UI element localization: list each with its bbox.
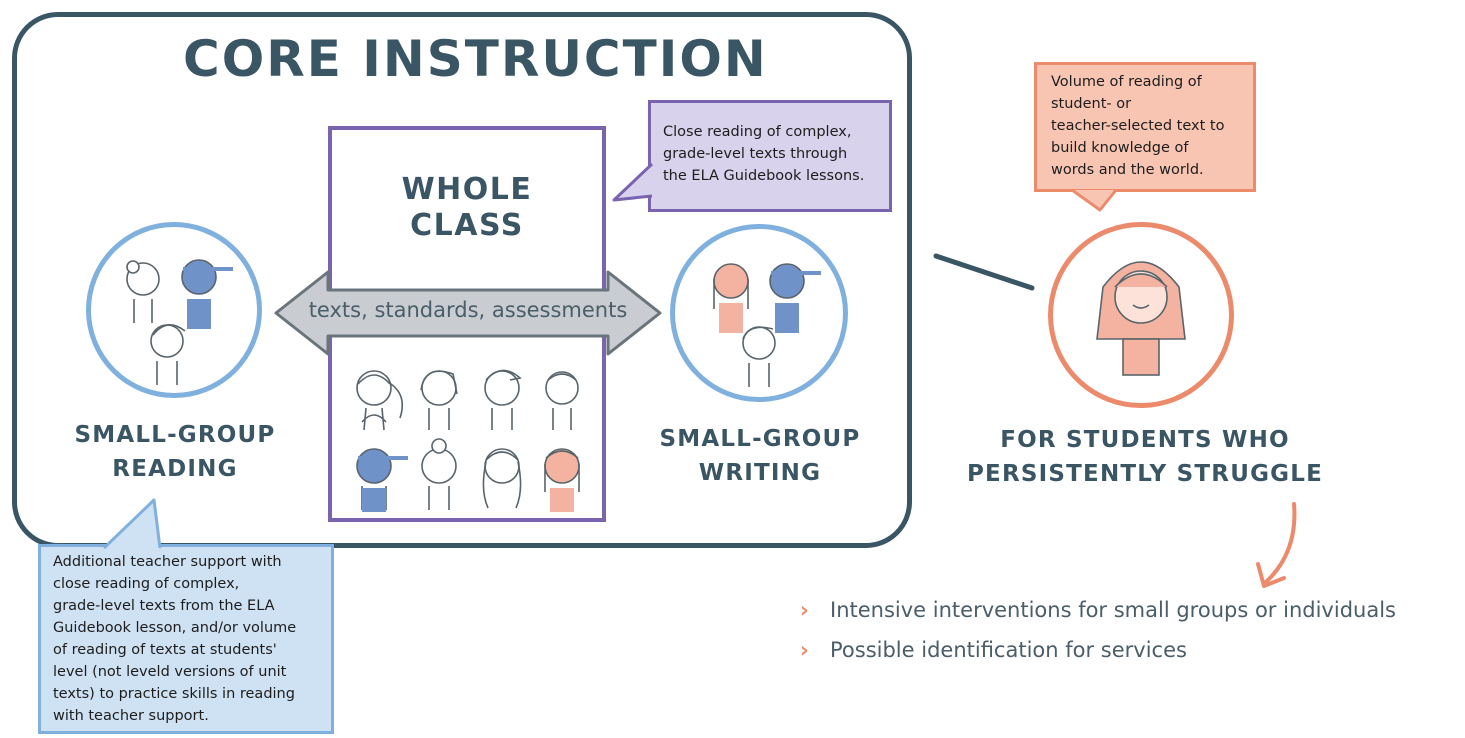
- reading-callout-line: Guidebook lesson, and/or volume: [53, 620, 297, 636]
- curved-arrow-icon: [1256, 502, 1297, 588]
- writing-group-students-icon: [713, 263, 821, 387]
- struggle-label-line2: PERSISTENTLY STRUGGLE: [966, 461, 1323, 487]
- reading-group-students-icon: [126, 259, 233, 385]
- small-group-reading-label: SMALL-GROUP READING: [40, 418, 310, 486]
- whole-class-callout-line: Close reading of complex,: [663, 124, 852, 140]
- whole-class-callout-pointer: [612, 162, 654, 202]
- struggle-callout-line: build knowledge of: [1051, 140, 1189, 156]
- whole-class-students-illustration: [356, 369, 580, 512]
- writing-label-line2: WRITING: [698, 460, 822, 486]
- whole-class-title-line2: CLASS: [410, 208, 524, 243]
- reading-callout-line: texts) to practice skills in reading: [53, 686, 295, 702]
- small-group-writing-label: SMALL-GROUP WRITING: [630, 422, 890, 490]
- struggle-label: FOR STUDENTS WHO PERSISTENTLY STRUGGLE: [940, 423, 1350, 491]
- struggle-callout-pointer: [1071, 188, 1118, 212]
- whole-class-callout: Close reading of complex, grade-level te…: [648, 100, 892, 212]
- reading-label-line1: SMALL-GROUP: [74, 422, 276, 448]
- chevron-right-icon: ›: [800, 638, 809, 662]
- chevron-right-icon: ›: [800, 598, 809, 622]
- reading-callout-line: of reading of texts at students': [53, 642, 277, 658]
- intervention-item: › Possible identification for services: [800, 638, 1187, 662]
- reading-callout: Additional teacher support with close re…: [38, 544, 334, 734]
- reading-callout-line: Additional teacher support with: [53, 554, 282, 570]
- whole-class-callout-line: grade-level texts through: [663, 146, 848, 162]
- core-instruction-frame: [12, 12, 912, 548]
- reading-group-circle: [86, 222, 262, 398]
- intervention-text: Intensive interventions for small groups…: [830, 598, 1396, 622]
- reading-callout-pointer: [102, 498, 162, 550]
- reading-callout-line: with teacher support.: [53, 708, 209, 724]
- struggle-label-line1: FOR STUDENTS WHO: [1000, 427, 1290, 453]
- reading-callout-line: level (not leveld versions of unit: [53, 664, 287, 680]
- whole-class-callout-line: the ELA Guidebook lessons.: [663, 168, 865, 184]
- intervention-text: Possible identification for services: [830, 638, 1187, 662]
- writing-label-line1: SMALL-GROUP: [659, 426, 861, 452]
- struggling-student-icon: [1096, 261, 1186, 376]
- double-arrow-icon: [274, 270, 662, 356]
- arrow-label: texts, standards, assessments: [308, 298, 628, 322]
- core-instruction-title: CORE INSTRUCTION: [183, 30, 768, 88]
- writing-group-circle: [670, 224, 848, 402]
- struggle-callout-line: words and the world.: [1051, 162, 1204, 178]
- reading-callout-line: close reading of complex,: [53, 576, 240, 592]
- struggle-callout-line: teacher-selected text to: [1051, 118, 1225, 134]
- struggle-callout-line: Volume of reading of: [1051, 74, 1202, 90]
- struggle-circle: [1048, 222, 1234, 408]
- connector-line: [933, 253, 1035, 291]
- struggle-callout-line: student- or: [1051, 96, 1132, 112]
- struggle-callout: Volume of reading of student- or teacher…: [1034, 62, 1256, 192]
- reading-callout-line: grade-level texts from the ELA: [53, 598, 275, 614]
- whole-class-title-line1: WHOLE: [401, 172, 533, 207]
- intervention-item: › Intensive interventions for small group…: [800, 598, 1396, 622]
- reading-label-line2: READING: [112, 456, 238, 482]
- whole-class-title: WHOLE CLASS: [328, 172, 606, 244]
